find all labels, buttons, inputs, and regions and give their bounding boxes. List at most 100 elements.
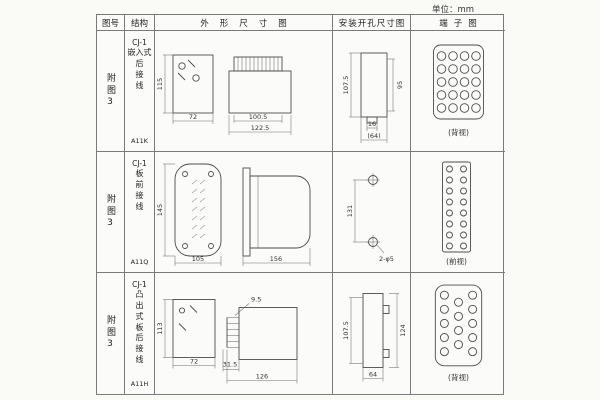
fig-no-cell-row3: 附图3: [97, 273, 125, 394]
fig-no-label: 附图3: [105, 193, 115, 231]
terminal-drawing-row1: (背视): [433, 44, 484, 137]
model-code: A11K: [131, 136, 148, 145]
structure-line: 板: [135, 322, 144, 332]
outline-drawing-row2: 145 105 156: [156, 163, 311, 266]
structure-line: 线: [135, 80, 144, 90]
fig-no-cell-row2: 附图3: [97, 152, 125, 273]
dim-hole-spacing: 131: [346, 179, 369, 243]
structure-line: 出: [135, 301, 144, 311]
terminal-cell-row1: (背视): [411, 31, 505, 152]
structure-cell-row1: CJ-1 嵌入式 后 接 线 A11K: [125, 31, 155, 152]
relay-side-view: [228, 56, 292, 114]
dim-height: 107.5: [342, 297, 363, 364]
dim-width: (64): [360, 117, 388, 143]
view-caption: (背视): [448, 372, 469, 382]
terminal-drawing-row3: (背视): [434, 284, 483, 382]
outline-drawing-row3: 113 72 9.5: [156, 296, 298, 384]
outline-drawing-row1: 115 72: [156, 54, 292, 135]
dim-label: 16: [368, 120, 376, 128]
dim-label: 72: [190, 358, 198, 366]
terminal-pins: [446, 165, 467, 250]
terminal-pins: [436, 51, 481, 113]
structure-text: CJ-1 凸 出 式 板 后 接 线 A11H: [125, 273, 154, 394]
structure-line: 线: [135, 355, 144, 365]
terminal-cell-row3: (背视): [411, 273, 505, 394]
model-label: CJ-1: [132, 159, 147, 168]
dim-label: 124: [399, 324, 407, 336]
dim-label: 9.5: [251, 296, 261, 304]
fig-no-label: 附图3: [105, 315, 115, 352]
dim-label: 126: [256, 373, 268, 381]
header-mounting-dims: 安装开孔尺寸图: [333, 15, 411, 31]
structure-line: 后: [135, 333, 144, 343]
dim-outer-height: 124: [389, 293, 407, 368]
dim-label: 64: [369, 371, 377, 379]
dim-label: 100.5: [249, 113, 268, 121]
structure-line: 线: [135, 201, 144, 211]
dim-label: 107.5: [342, 76, 350, 95]
dim-width: 105: [174, 255, 222, 266]
dim-label: 113: [156, 322, 164, 334]
dim-width: 72: [172, 113, 214, 124]
fig-no-cell-row1: 附图3: [97, 31, 125, 152]
relay-side-view: [242, 167, 311, 257]
dim-label: 107.5: [342, 321, 350, 340]
structure-text: CJ-1 嵌入式 后 接 线 A11K: [125, 31, 154, 151]
header-terminal-diagram: 端子图: [411, 15, 505, 31]
dim-height: 107.5: [342, 52, 361, 118]
dim-height: 113: [156, 299, 173, 358]
header-outline-dims: 外形尺寸图: [155, 15, 333, 31]
dim-label: 95: [396, 81, 404, 89]
dim-label: 145: [156, 204, 164, 216]
model-code: A11Q: [130, 257, 149, 266]
mounting-drawing-row3: 107.5 124 64: [342, 293, 407, 382]
terminal-drawing-row2: (前视): [442, 161, 471, 266]
cutout-outline: [360, 52, 388, 124]
view-caption: (前视): [446, 256, 467, 266]
dim-label: (64): [367, 132, 380, 140]
mounting-drawing-row2: 131 2-φ5: [346, 173, 394, 263]
dim-width: 72: [172, 357, 216, 369]
dim-pin-offset: 9.5: [234, 296, 261, 316]
structure-line: 接: [135, 190, 144, 200]
hole-size-label: 2-φ5: [376, 244, 394, 263]
structure-line: 接: [135, 69, 144, 79]
terminal-cell-row2: (前视): [411, 152, 505, 273]
structure-line: 凸: [135, 290, 144, 300]
dim-label: 105: [192, 255, 204, 263]
dim-label: 115: [156, 78, 164, 90]
dim-height: 115: [156, 54, 173, 114]
structure-line: 嵌入式: [127, 48, 152, 58]
structure-line: 后: [135, 59, 144, 69]
structure-cell-row2: CJ-1 板 前 接 线 A11Q: [125, 152, 155, 273]
structure-line: 式: [135, 311, 144, 321]
dim-pin-length: 31.5: [222, 349, 240, 372]
structure-text: CJ-1 板 前 接 线 A11Q: [125, 152, 154, 272]
drill-holes: [366, 173, 380, 249]
dim-label: 2-φ5: [379, 255, 394, 263]
dim-width: 64: [362, 367, 384, 382]
header-fig-no: 图号: [97, 15, 125, 31]
dim-inner-height: 95: [387, 58, 404, 112]
cutout-outline: [362, 293, 390, 368]
dim-label: 72: [189, 113, 197, 121]
document-table: 图号 结构 外形尺寸图 安装开孔尺寸图 端子图 附图3 CJ-1 嵌入式 后 接…: [96, 14, 505, 395]
outline-cell-row3: 113 72 9.5: [155, 273, 333, 394]
structure-line: 前: [135, 180, 144, 190]
terminal-pins: [439, 290, 478, 357]
structure-line: 接: [135, 344, 144, 354]
model-code: A11H: [130, 379, 149, 388]
dim-height: 145: [156, 163, 175, 257]
dim-notch: 16: [366, 120, 378, 131]
mounting-drawing-row1: 107.5 95 16 (64): [342, 52, 404, 143]
relay-front-view: [172, 299, 216, 358]
structure-cell-row3: CJ-1 凸 出 式 板 后 接 线 A11H: [125, 273, 155, 394]
dim-label: 31.5: [223, 361, 237, 369]
dim-inner-width: 100.5: [233, 113, 283, 123]
view-caption: (背视): [448, 127, 469, 137]
dim-total-width: 126: [226, 349, 298, 384]
mounting-cell-row2: 131 2-φ5: [333, 152, 411, 273]
mounting-cell-row1: 107.5 95 16 (64): [333, 31, 411, 152]
dim-label: 131: [346, 205, 354, 217]
